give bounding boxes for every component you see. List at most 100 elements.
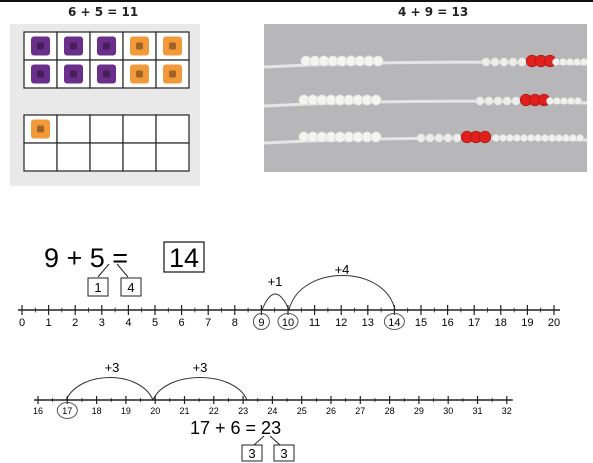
orange-cube	[130, 36, 149, 56]
tick-label: 20	[548, 317, 560, 329]
white-bead	[573, 58, 581, 66]
tick-label: 12	[335, 317, 347, 329]
tick-label: 9	[258, 317, 264, 329]
white-bead	[492, 134, 500, 142]
split-branch-right	[116, 263, 129, 278]
ten-frame-photo	[10, 24, 200, 186]
split2-branch-right	[269, 435, 281, 446]
tick-label: 16	[441, 317, 453, 329]
red-bead	[478, 130, 492, 144]
purple-cube	[31, 64, 50, 84]
white-bead	[546, 97, 554, 105]
white-bead	[517, 57, 527, 67]
white-bead	[511, 96, 521, 106]
tick-label: 17	[468, 317, 480, 329]
white-bead	[370, 94, 382, 106]
circled-number	[383, 313, 405, 330]
white-bead	[493, 96, 503, 106]
white-bead	[569, 134, 577, 142]
white-bead	[566, 58, 574, 66]
tick-label: 24	[267, 406, 277, 416]
white-bead	[499, 134, 507, 142]
split2-value-2: 3	[280, 446, 287, 461]
tick-label: 11	[309, 317, 320, 329]
white-bead	[481, 57, 491, 67]
split2-value-1: 3	[248, 446, 255, 461]
white-bead	[548, 134, 556, 142]
bead-strings-drawing	[263, 54, 588, 145]
white-bead	[370, 131, 382, 143]
orange-cube	[163, 36, 182, 56]
circled-number	[56, 402, 78, 419]
jump-label-plus4: +4	[335, 262, 350, 277]
tick-label: 23	[238, 406, 248, 416]
tick-label: 28	[385, 406, 395, 416]
white-bead	[484, 96, 494, 106]
tick-label: 30	[443, 406, 453, 416]
tick-label: 8	[232, 317, 238, 329]
tick-label: 22	[209, 406, 219, 416]
jump-arc-plus4	[288, 275, 396, 311]
white-bead	[541, 134, 549, 142]
tick-label: 18	[92, 406, 102, 416]
white-bead	[416, 133, 426, 143]
white-bead	[574, 97, 582, 105]
white-bead	[527, 134, 535, 142]
white-bead	[506, 134, 514, 142]
cube-hole	[169, 70, 176, 78]
ten-frame-cell	[89, 142, 124, 172]
cube-hole	[70, 70, 77, 78]
cube-hole	[103, 70, 110, 78]
split2-box-1	[241, 444, 263, 462]
white-bead	[553, 97, 561, 105]
white-bead	[513, 134, 521, 142]
white-bead	[490, 57, 500, 67]
cube-hole	[169, 42, 176, 50]
circled-number	[252, 313, 270, 330]
caption-ten-frame: 6 + 5 = 11	[68, 5, 139, 19]
tick-label: 20	[150, 406, 160, 416]
jump-label-plus1: +1	[268, 274, 283, 289]
tick-label: 18	[495, 317, 507, 329]
purple-cube	[64, 64, 83, 84]
cube-hole	[37, 125, 44, 133]
white-bead	[425, 133, 435, 143]
white-bead	[567, 97, 575, 105]
ten-frame-cell	[155, 142, 190, 172]
equation2: 17 + 6 = 23	[190, 418, 281, 438]
jump-arc-first-plus3	[65, 377, 154, 401]
ten-frame-cell	[23, 142, 58, 172]
ten-frame-bottom	[23, 114, 190, 172]
equation1-lhs: 9 + 5 =	[44, 243, 128, 273]
white-bead	[475, 96, 485, 106]
cube-hole	[70, 42, 77, 50]
purple-cube	[97, 64, 116, 84]
tick-label: 14	[388, 317, 400, 329]
split2-branch-left	[253, 435, 265, 446]
ten-frame-cell	[122, 114, 157, 144]
tick-label: 21	[179, 406, 189, 416]
white-bead	[580, 58, 588, 66]
tick-label: 5	[152, 317, 158, 329]
tick-label: 3	[99, 317, 105, 329]
purple-cube	[64, 36, 83, 56]
equation1-answer: 14	[169, 243, 199, 273]
ten-frame-cell	[56, 114, 91, 144]
white-bead	[559, 58, 567, 66]
tick-label: 32	[502, 406, 512, 416]
split-box-1	[87, 277, 109, 297]
ten-frame-cell	[122, 142, 157, 172]
cube-hole	[136, 70, 143, 78]
purple-cube	[31, 36, 50, 56]
white-bead	[520, 134, 528, 142]
bead-strings	[263, 54, 588, 145]
white-bead	[372, 55, 384, 67]
white-bead	[508, 57, 518, 67]
white-bead	[502, 96, 512, 106]
ten-frames-drawing	[23, 31, 190, 172]
white-bead	[499, 57, 509, 67]
purple-cube	[97, 36, 116, 56]
split-value-2: 4	[127, 280, 134, 295]
